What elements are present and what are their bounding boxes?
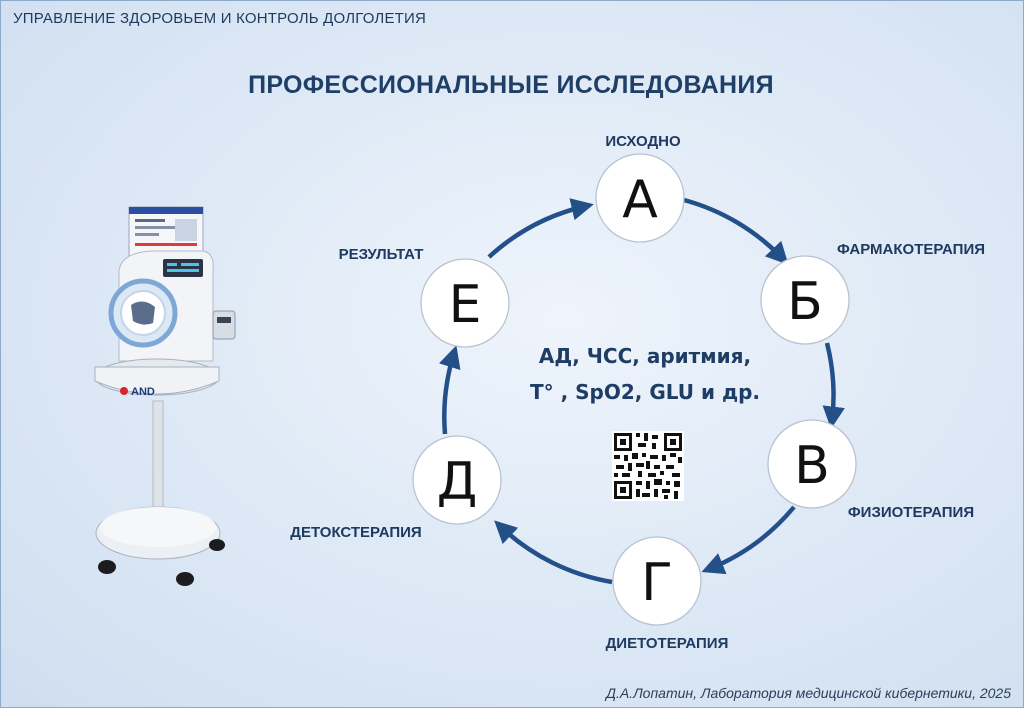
node-d: Д (412, 435, 502, 525)
svg-text:А: А (622, 170, 658, 230)
arrow-d-to-e (438, 345, 461, 435)
svg-text:AND: AND (131, 386, 155, 398)
node-a: А (595, 153, 685, 243)
blood-pressure-kiosk-icon: AND (94, 206, 236, 586)
qr-code-icon (612, 431, 684, 501)
arrow-e-to-a (487, 198, 594, 259)
node-e: Е (420, 258, 510, 348)
arrow-b-to-v (822, 342, 845, 430)
label-b: ФАРМАКОТЕРАПИЯ (837, 241, 985, 258)
svg-text:В: В (794, 436, 830, 496)
label-e: РЕЗУЛЬТАТ (339, 246, 424, 263)
node-g: Г (612, 536, 702, 626)
svg-text:Д: Д (437, 452, 478, 512)
arrow-a-to-b (683, 197, 789, 265)
svg-text:Е: Е (449, 275, 482, 335)
center-line-1: АД, ЧСС, аритмия, (539, 344, 751, 368)
node-b: Б (760, 255, 850, 345)
page-title: ПРОФЕССИОНАЛЬНЫЕ ИССЛЕДОВАНИЯ (248, 71, 774, 99)
footer-credit: Д.А.Лопатин, Лаборатория медицинской киб… (606, 685, 1011, 701)
label-d: ДЕТОКСТЕРАПИЯ (290, 524, 421, 541)
arrow-v-to-g (701, 505, 796, 575)
svg-text:Б: Б (787, 272, 823, 332)
label-v: ФИЗИОТЕРАПИЯ (848, 504, 974, 521)
svg-text:Г: Г (641, 553, 673, 613)
label-a: ИСХОДНО (605, 133, 681, 150)
header-text: УПРАВЛЕНИЕ ЗДОРОВЬЕМ И КОНТРОЛЬ ДОЛГОЛЕТ… (13, 10, 427, 27)
arrow-g-to-d (494, 520, 613, 585)
node-v: В (767, 419, 857, 509)
label-g: ДИЕТОТЕРАПИЯ (606, 635, 729, 652)
center-line-2: Т° , SpO2, GLU и др. (530, 380, 760, 404)
